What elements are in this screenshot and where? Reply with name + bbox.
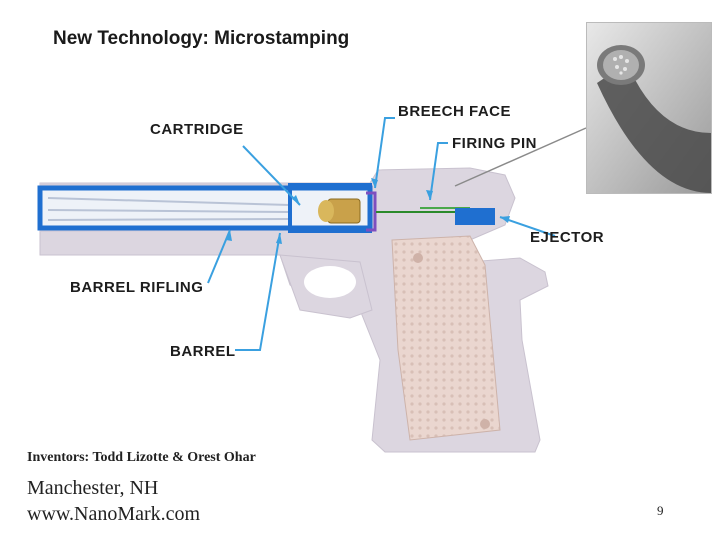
callout-lines — [207, 117, 556, 351]
location-text: Manchester, NH — [27, 477, 159, 499]
slide-title: New Technology: Microstamping — [53, 28, 350, 49]
inset-pointer-line — [454, 127, 587, 187]
grip-screw-bottom — [480, 419, 490, 429]
ejector-label: EJECTOR — [530, 229, 604, 246]
grip-screw-top — [413, 253, 423, 263]
ejector — [455, 208, 495, 225]
grip-panel — [391, 235, 501, 441]
firing-pin-callout-line — [429, 142, 448, 201]
barrel-rifling-callout-line — [207, 229, 231, 284]
cartridge-label: CARTRIDGE — [150, 121, 244, 138]
website-link[interactable]: www.NanoMark.com — [27, 503, 201, 525]
barrel — [37, 185, 373, 231]
ejector-callout-line — [499, 216, 556, 237]
firing-pin-closeup-photo — [586, 22, 712, 194]
barrel-callout-line — [235, 232, 281, 351]
firing-pin-label: FIRING PIN — [452, 135, 537, 152]
barrel-rifling — [47, 197, 291, 221]
breech-face — [366, 191, 377, 232]
breech-face-label: BREECH FACE — [398, 103, 511, 120]
page-number: 9 — [657, 503, 664, 518]
barrel-rifling-label: BARREL RIFLING — [70, 279, 203, 296]
cartridge-callout-line — [242, 145, 301, 206]
callout-arrowheads — [226, 178, 510, 244]
barrel-label: BARREL — [170, 343, 236, 360]
trigger-guard-opening — [304, 266, 356, 298]
bullet-tip — [318, 200, 334, 222]
inventors-text: Inventors: Todd Lizotte & Orest Ohar — [27, 450, 256, 465]
breech-face-callout-line — [374, 117, 395, 189]
